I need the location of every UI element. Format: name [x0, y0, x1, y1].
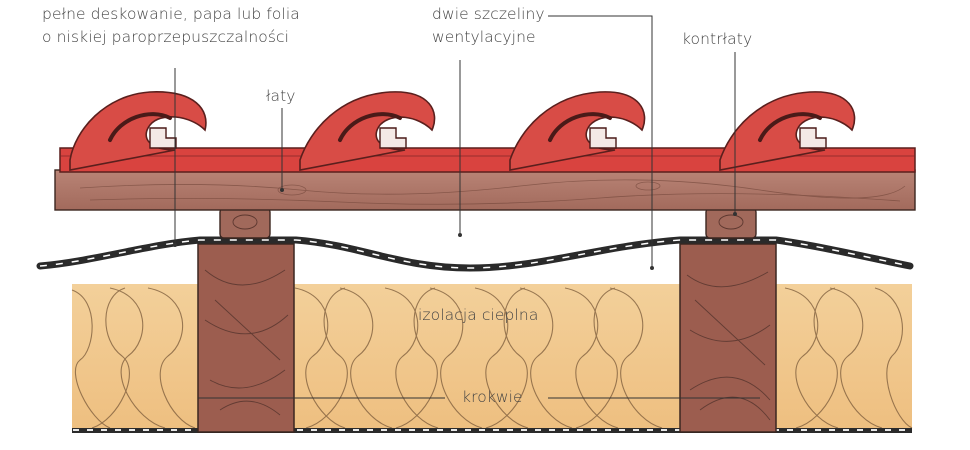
label-pelne-deskowanie-line2: o niskiej paroprzepuszczalności	[42, 28, 290, 46]
label-izolacja-cieplna: izolacja cieplna	[418, 306, 539, 324]
rafter-right	[679, 243, 777, 433]
counter-batten-right	[705, 207, 757, 239]
label-szczeliny-line1: dwie szczeliny	[432, 5, 545, 23]
label-laty: łaty	[266, 87, 296, 105]
rafter-left	[197, 243, 295, 433]
label-pelne-deskowanie-line1: pełne deskowanie, papa lub folia	[42, 5, 300, 23]
membrane-foil	[36, 236, 914, 272]
leader-lines	[173, 15, 760, 399]
label-szczeliny-line2: wentylacyjne	[432, 28, 536, 46]
counter-batten-left	[219, 207, 271, 239]
label-krokwie: krokwie	[462, 388, 523, 406]
label-kontrlaty: kontrłaty	[682, 30, 753, 48]
battens-board	[54, 169, 916, 211]
roof-tiles	[59, 91, 916, 173]
